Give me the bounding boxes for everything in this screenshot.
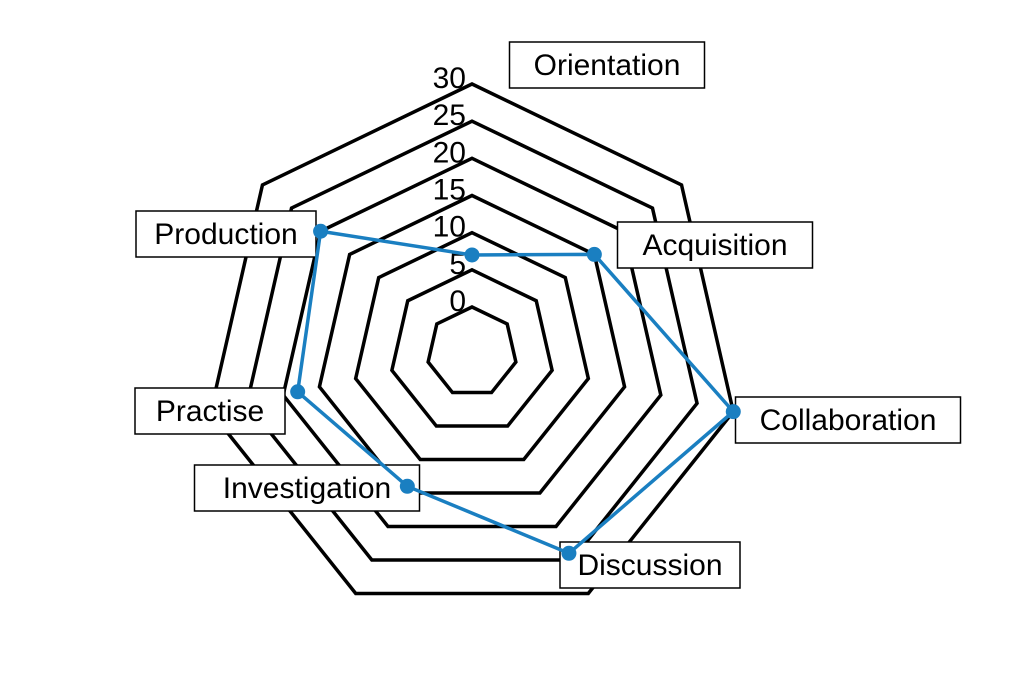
data-point-investigation [399, 478, 415, 494]
category-label-box [134, 387, 286, 435]
grid-ring-30 [208, 82, 736, 596]
data-point-orientation [464, 247, 480, 263]
grid-ring-0 [426, 305, 518, 395]
category-label-box [559, 541, 741, 589]
data-point-practise [290, 384, 306, 400]
tick-label: 10 [433, 211, 466, 244]
tick-label: 0 [449, 285, 466, 318]
category-label-text: Practise [156, 395, 264, 428]
category-label-box [734, 396, 962, 444]
series-line [295, 229, 736, 556]
tick-label: 15 [433, 174, 466, 207]
tick-label: 5 [449, 248, 466, 281]
category-label-discussion: Discussion [559, 541, 741, 589]
category-label-practise: Practise [134, 387, 286, 435]
data-point-discussion [561, 545, 577, 561]
category-label-text: Investigation [223, 472, 391, 505]
category-label-text: Collaboration [760, 404, 937, 437]
category-label-collaboration: Collaboration [734, 396, 962, 444]
category-label-box [508, 41, 706, 89]
grid-ring-5 [389, 267, 555, 428]
tick-label: 30 [433, 62, 466, 95]
category-label-box [616, 221, 814, 269]
tick-label: 25 [433, 99, 466, 132]
grid-ring-10 [353, 230, 591, 462]
category-label-production: Production [135, 210, 317, 258]
category-label-text: Acquisition [642, 229, 787, 262]
category-label-acquisition: Acquisition [616, 221, 814, 269]
category-label-text: Discussion [577, 549, 722, 582]
data-point-acquisition [586, 246, 602, 262]
data-point-production [313, 223, 329, 239]
category-label-box [193, 464, 421, 512]
category-label-text: Production [154, 218, 297, 251]
tick-label: 20 [433, 136, 466, 169]
category-label-box [135, 210, 317, 258]
data-point-collaboration [725, 404, 741, 420]
category-label-investigation: Investigation [193, 464, 421, 512]
grid-ring-15 [317, 193, 627, 495]
category-label-orientation: Orientation [508, 41, 706, 89]
category-label-text: Orientation [534, 49, 681, 82]
